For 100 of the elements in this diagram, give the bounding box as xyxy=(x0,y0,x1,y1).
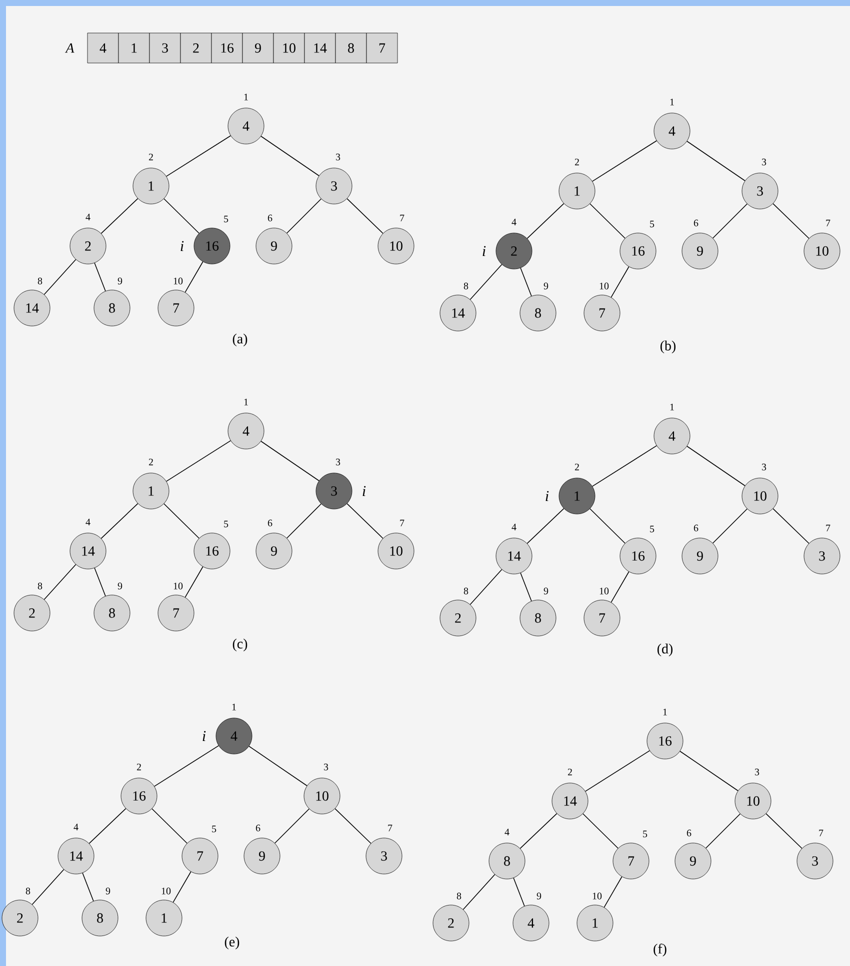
pointer-label: i xyxy=(362,486,366,496)
pointer-label: i xyxy=(482,246,486,256)
index-number: 9 xyxy=(118,278,122,284)
tree-edge xyxy=(705,813,741,849)
index-number: 1 xyxy=(232,704,236,710)
heap-node: 1 xyxy=(146,900,182,936)
heap-node: 14 xyxy=(58,838,94,874)
tree-edge xyxy=(592,445,657,487)
index-number: 10 xyxy=(592,892,602,900)
index-number: 1 xyxy=(663,708,667,716)
tree-edge xyxy=(712,508,748,544)
tree-edge xyxy=(772,508,810,544)
index-number: 2 xyxy=(574,158,579,166)
tree-edge xyxy=(164,503,200,539)
heap-node: 14 xyxy=(496,538,532,574)
tree-edge xyxy=(260,136,320,176)
index-number: 6 xyxy=(268,520,272,526)
heap-node: 4 xyxy=(512,904,550,942)
heap-node: 14 xyxy=(70,532,106,570)
index-number: 4 xyxy=(504,828,510,836)
tree-edge xyxy=(94,568,106,596)
heap-node: 9 xyxy=(244,838,280,874)
tree-edge xyxy=(520,813,558,849)
tree-edge xyxy=(334,808,372,844)
index-number: 2 xyxy=(568,768,572,776)
index-number: 7 xyxy=(400,214,404,222)
heap-node: 2 xyxy=(14,594,50,632)
heap-node: 4 xyxy=(654,418,690,454)
tree-edge xyxy=(462,874,496,910)
index-number: 4 xyxy=(512,524,516,530)
tree-edge xyxy=(590,508,626,544)
tree-edge xyxy=(274,808,310,844)
tree-edge xyxy=(100,198,138,234)
tree-edge xyxy=(32,869,64,905)
heap-node: 3 xyxy=(742,172,778,210)
heap-node: 3 xyxy=(366,838,402,874)
heap-node: 2 xyxy=(432,904,470,942)
tree-edge xyxy=(582,813,618,849)
index-number: 6 xyxy=(256,824,260,832)
tree-edge xyxy=(164,198,200,234)
index-number: 7 xyxy=(400,520,404,526)
tree-edge xyxy=(82,872,94,902)
index-number: 5 xyxy=(212,826,216,832)
heap-node: 10 xyxy=(734,782,772,820)
panel-caption: (f) xyxy=(654,944,666,956)
array-cell: 1 xyxy=(118,32,150,64)
tree-edge xyxy=(44,259,76,295)
heap-node: 4 xyxy=(228,108,264,144)
tree-edge xyxy=(346,503,384,539)
heap-node: 7 xyxy=(584,600,620,636)
tree-edge xyxy=(248,746,308,786)
array-cell: 4 xyxy=(87,32,119,64)
index-number: 8 xyxy=(38,582,42,590)
tree-edge xyxy=(520,268,532,296)
heap-node: 16 xyxy=(646,722,684,760)
index-number: 3 xyxy=(755,768,760,776)
heap-node: 14 xyxy=(552,782,588,820)
index-number: 4 xyxy=(86,518,90,526)
tree-edge xyxy=(686,446,746,486)
index-number: 6 xyxy=(268,214,272,222)
index-number: 3 xyxy=(336,154,340,160)
heap-node: 7 xyxy=(584,294,620,332)
heap-node: 9 xyxy=(256,228,292,264)
index-number: 5 xyxy=(650,220,654,228)
index-number: 3 xyxy=(762,464,766,470)
heap-node: 10 xyxy=(804,232,840,270)
index-number: 6 xyxy=(686,830,692,836)
index-number: 2 xyxy=(574,464,579,470)
heap-node: 8 xyxy=(82,900,118,936)
heap-node: 2 xyxy=(496,232,532,270)
panel-caption: (c) xyxy=(232,638,248,652)
index-number: 9 xyxy=(544,282,548,290)
heap-node: 8 xyxy=(94,290,130,326)
tree-edge xyxy=(590,203,626,239)
heap-node: 3 xyxy=(316,168,352,204)
heap-node: 16 xyxy=(620,538,656,574)
tree-edge xyxy=(513,878,525,906)
heap-node: 2 xyxy=(440,600,476,636)
heap-node: 4 xyxy=(228,412,264,450)
index-number: 8 xyxy=(456,892,462,900)
panel-caption: (b) xyxy=(660,340,676,354)
heap-node: 9 xyxy=(674,842,712,880)
array-name: A xyxy=(64,43,74,53)
heap-node: 10 xyxy=(378,228,414,264)
index-number: 9 xyxy=(544,588,548,594)
tree-edge xyxy=(184,566,204,598)
heap-node: 1 xyxy=(132,168,170,204)
heap-node: 8 xyxy=(94,594,130,632)
array-cell: 3 xyxy=(149,32,181,64)
heap-node: 16 xyxy=(194,532,230,570)
tree-edge xyxy=(346,198,384,234)
tree-edge xyxy=(184,261,204,293)
index-number: 10 xyxy=(174,278,183,284)
tree-edge xyxy=(286,198,322,234)
heap-node: 7 xyxy=(182,838,218,874)
heap-node: 4 xyxy=(216,718,252,754)
panel-caption: (e) xyxy=(224,936,240,950)
index-number: 4 xyxy=(86,214,90,220)
index-number: 10 xyxy=(174,582,183,590)
tree-edge xyxy=(766,813,802,849)
